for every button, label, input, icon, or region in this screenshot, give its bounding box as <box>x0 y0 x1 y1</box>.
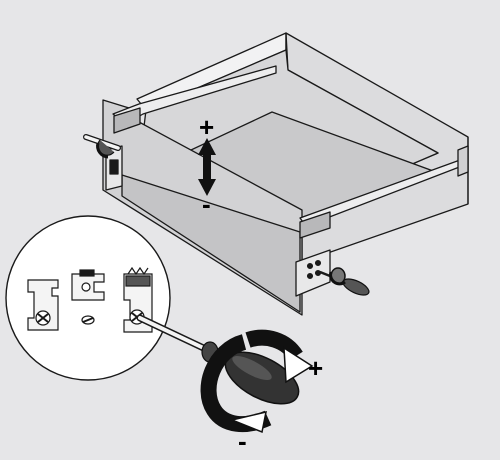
rotate-plus-label: + <box>308 353 323 383</box>
right-connector-block <box>299 211 331 239</box>
drawer <box>102 32 469 316</box>
detail-left-bracket <box>27 279 59 331</box>
rotate-minus-label: - <box>238 426 247 456</box>
drawer-front-face <box>121 174 301 313</box>
rotation-arrow-head-top <box>283 346 314 384</box>
right-screwdriver-handle <box>342 278 370 296</box>
height-plus-label: + <box>199 112 214 142</box>
left-connector-block <box>113 107 141 134</box>
left-screwdriver <box>83 134 121 159</box>
front-mechanism-plate <box>295 249 331 297</box>
rotation-arrow-head-bottom <box>229 411 267 434</box>
rotation-arrow-icon <box>200 329 314 434</box>
right-back-post <box>457 145 469 177</box>
height-minus-label: - <box>202 189 211 219</box>
right-screwdriver <box>319 267 370 296</box>
screwdriver-icon <box>136 314 300 405</box>
detail-magnifier <box>5 215 171 381</box>
height-adjust-arrow-icon <box>198 138 216 196</box>
detail-middle-bracket <box>71 269 105 325</box>
